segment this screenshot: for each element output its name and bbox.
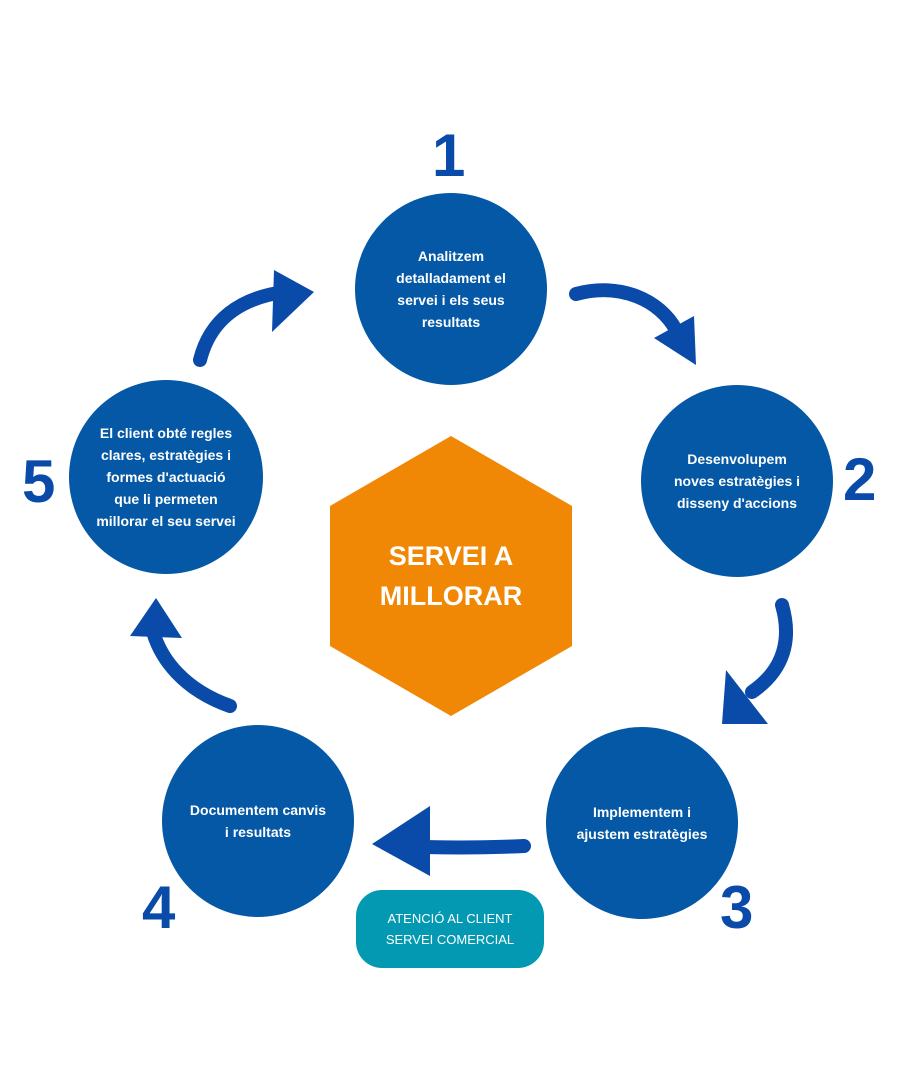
arrow-4-to-5	[130, 598, 237, 713]
step-1-text: Analitzem detalladament el servei i els …	[396, 248, 506, 330]
step-3-circle: Implementem i ajustem estratègies	[546, 727, 738, 919]
step-2-number: 2	[843, 446, 877, 513]
step-1-circle: Analitzem detalladament el servei i els …	[355, 193, 547, 385]
step-2-circle: Desenvolupem noves estratègies i disseny…	[641, 385, 833, 577]
step-4-circle: Documentem canvis i resultats	[162, 725, 354, 917]
step-5-circle: El client obté regles clares, estratègie…	[69, 380, 263, 574]
step-4-text: Documentem canvis i resultats	[189, 802, 327, 840]
arrow-5-to-1	[193, 270, 314, 367]
step-1-number: 1	[432, 122, 466, 189]
department-badge-text: ATENCIÓ AL CLIENT SERVEI COMERCIAL	[385, 911, 515, 947]
step-3-text: Implementem i ajustem estratègies	[576, 804, 708, 842]
arrow-3-to-4	[372, 806, 531, 876]
step-4-number: 4	[142, 874, 176, 941]
step-5-number: 5	[22, 448, 56, 515]
department-badge: ATENCIÓ AL CLIENT SERVEI COMERCIAL	[356, 890, 544, 968]
arrow-2-to-3	[722, 598, 794, 724]
arrow-1-to-2	[569, 283, 696, 365]
step-3-number: 3	[720, 874, 754, 941]
center-label: SERVEI A MILLORAR	[379, 541, 523, 611]
step-2-text: Desenvolupem noves estratègies i disseny…	[673, 451, 801, 511]
step-5-text: El client obté regles clares, estratègie…	[96, 425, 236, 529]
